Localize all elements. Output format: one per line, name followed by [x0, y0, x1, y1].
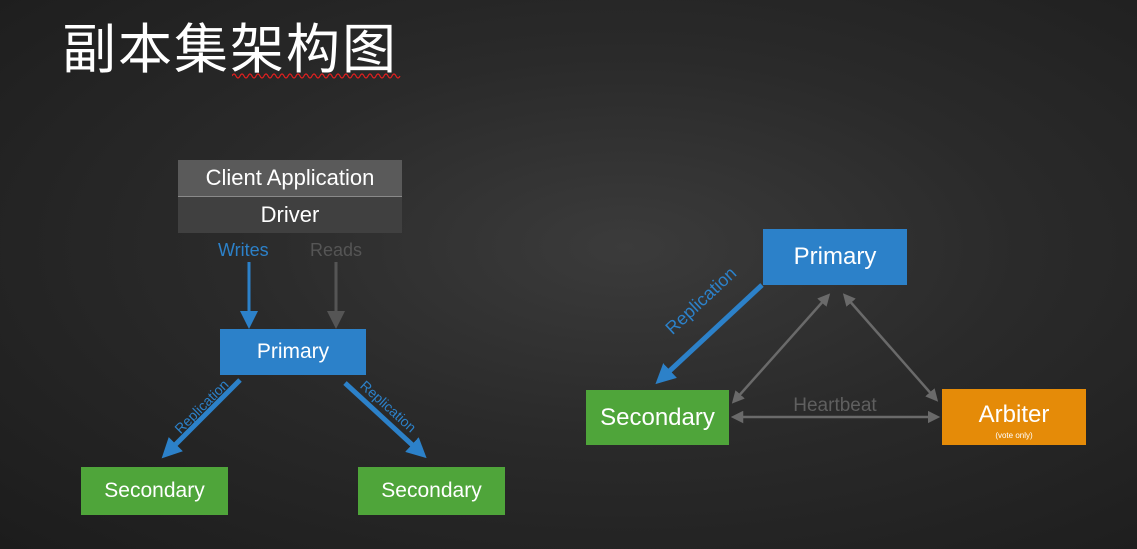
spellcheck-underline: [232, 73, 401, 79]
writes-label: Writes: [218, 240, 269, 260]
heartbeat-arrow-primary-arbiter: [842, 293, 939, 402]
heartbeat-arrow-secondary-primary: [731, 293, 831, 404]
secondary-label: Secondary: [600, 403, 715, 431]
replication-left-label: Replication: [171, 376, 231, 436]
arbiter-note: (vote only): [995, 430, 1033, 440]
secondary-label: Secondary: [381, 479, 482, 502]
reads-label: Reads: [310, 240, 363, 260]
primary-label: Primary: [256, 340, 330, 363]
secondary-node: Secondary: [586, 390, 729, 445]
replication-left-arrow: [161, 378, 242, 459]
arbiter-node: Arbiter (vote only): [942, 389, 1086, 445]
secondary-node-right: Secondary: [358, 467, 505, 515]
replication-right-arrow: [343, 381, 427, 459]
primary-node: Primary: [763, 229, 907, 285]
replication-label: Replication: [662, 263, 741, 338]
primary-label: Primary: [793, 243, 877, 270]
heartbeat-label: Heartbeat: [793, 395, 877, 416]
client-application-box: Client Application: [178, 160, 402, 197]
primary-node-left: Primary: [220, 329, 366, 375]
secondary-node-left: Secondary: [81, 467, 228, 515]
secondary-label: Secondary: [104, 479, 205, 502]
driver-box: Driver: [178, 197, 402, 233]
replication-right-label: Replication: [357, 377, 419, 435]
page-title: 副本集架构图: [62, 18, 398, 81]
arbiter-label: Arbiter: [978, 400, 1050, 428]
